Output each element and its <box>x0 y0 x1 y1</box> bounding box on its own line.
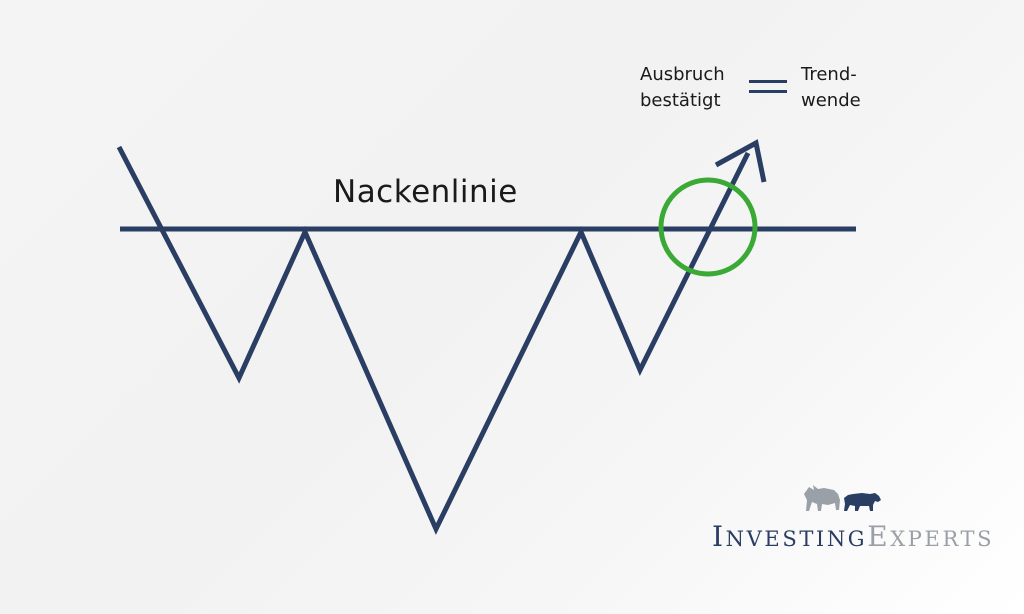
legend-trend-reversal: Trend- wende <box>801 62 861 114</box>
brand-logo <box>804 485 881 511</box>
legend-breakout-confirmed: Ausbruch bestätigt <box>640 62 725 114</box>
neckline-label: Nackenlinie <box>333 174 518 210</box>
brand-wordmark: INVESTINGEXPERTS <box>712 520 994 553</box>
brand-investing-rest: NVESTING <box>725 527 868 551</box>
legend-breakout-line1: Ausbruch <box>640 64 725 85</box>
bear-icon <box>844 493 881 511</box>
breakout-circle-icon <box>658 177 758 277</box>
bull-icon <box>804 485 840 511</box>
arrow-head-icon <box>714 139 767 183</box>
legend-trend-line2: wende <box>801 90 861 111</box>
legend-trend-line1: Trend- <box>801 64 857 85</box>
brand-investing-initial: I <box>712 520 726 553</box>
brand-experts-rest: XPERTS <box>890 527 995 551</box>
equals-sign-icon <box>749 80 787 93</box>
price-path <box>116 145 751 535</box>
brand-experts-initial: E <box>867 520 891 553</box>
legend-breakout-line2: bestätigt <box>640 90 721 111</box>
